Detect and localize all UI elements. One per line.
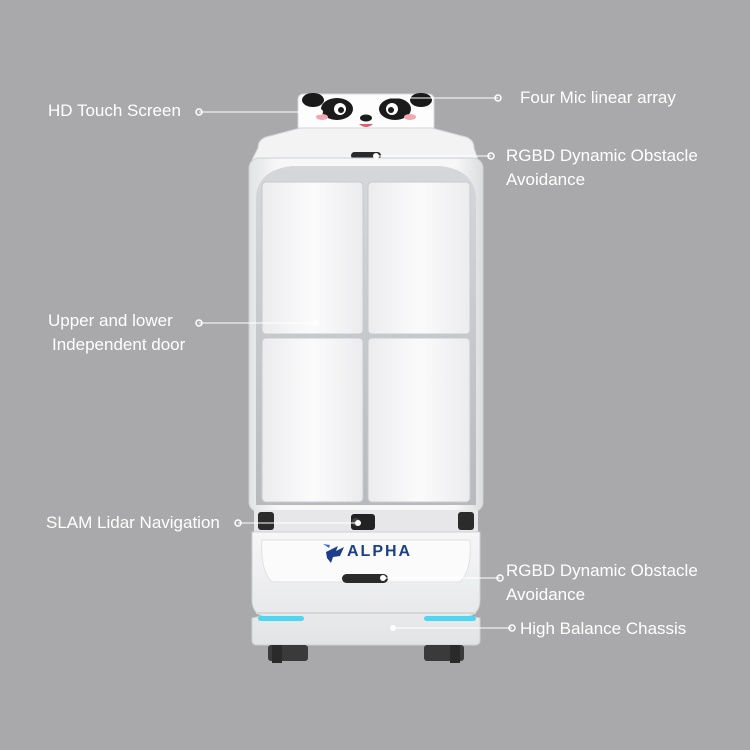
right-light-strip <box>424 616 476 621</box>
label-rgbd-top-line2: Avoidance <box>506 170 586 189</box>
label-rgbd-bottom-line2: Avoidance <box>506 585 586 604</box>
pegasus-logo-icon <box>323 544 344 563</box>
label-door-line2: Independent door <box>52 335 186 354</box>
left-light-strip <box>258 616 304 621</box>
label-slam: SLAM Lidar Navigation <box>46 513 220 532</box>
label-mic-array: Four Mic linear array <box>520 88 676 107</box>
cabinet-doors <box>261 181 471 503</box>
callout-dots <box>195 94 516 632</box>
label-door-line1: Upper and lower <box>48 311 173 330</box>
brand-name: ALPHA <box>347 543 413 560</box>
label-rgbd-bottom-line1: RGBD Dynamic Obstacle <box>506 561 698 580</box>
callout-lines <box>199 97 512 629</box>
label-rgbd-top-line1: RGBD Dynamic Obstacle <box>506 146 698 165</box>
touch-screen-head <box>297 93 435 129</box>
rgbd-bottom-sensor <box>342 574 388 583</box>
lidar-sensor <box>351 514 375 530</box>
label-chassis: High Balance Chassis <box>520 619 687 638</box>
label-touch-screen: HD Touch Screen <box>48 101 181 120</box>
